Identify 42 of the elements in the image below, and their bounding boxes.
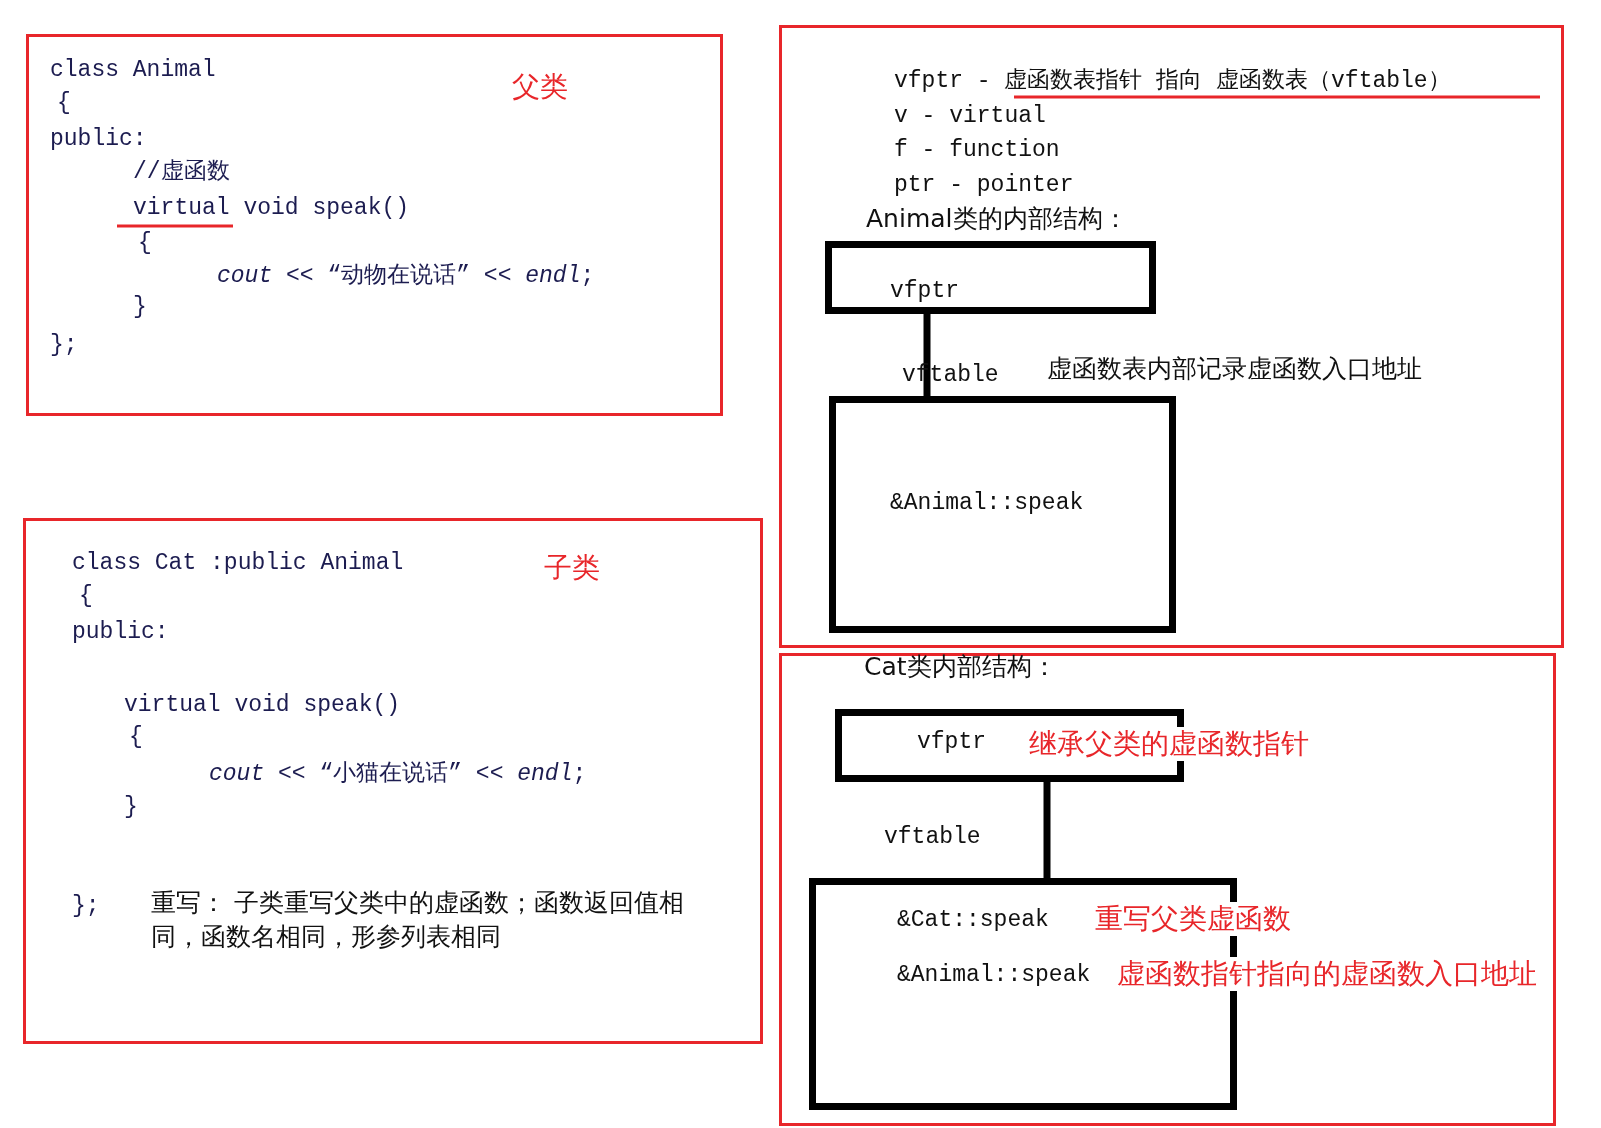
code-line: { [129,724,143,752]
field-text: vfptr [890,278,959,306]
annotation-text: 重写父类虚函数 [1095,902,1291,936]
entry-text: &Animal::speak [890,490,1084,518]
table-label: vftable [884,824,981,852]
definition-text: ptr - pointer [894,172,1074,200]
heading-text: Animal类的内部结构： [866,204,1128,234]
entry-text: &Animal::speak [897,962,1091,990]
definition-text: v - virtual [894,103,1046,131]
annotation-text: 虚函数指针指向的虚函数入口地址 [1117,957,1537,991]
code-line: cout << “动物在说话” << endl; [217,263,595,291]
code-line: cout << “小猫在说话” << endl; [209,761,587,789]
heading-text: Cat类内部结构： [864,652,1057,682]
code-line: public: [72,619,169,647]
code-line: }; [72,893,100,921]
annotation-text: 子类 [544,551,600,585]
code-line: public: [50,126,147,154]
definition-text: vfptr - 虚函数表指针 指向 虚函数表（vftable） [894,68,1451,96]
entry-text: &Cat::speak [897,907,1049,935]
code-line: }; [50,332,78,360]
diagram-panel [779,653,1556,1126]
code-panel [26,34,723,416]
code-line: class Cat :public Animal [72,550,404,578]
diagram-panel [779,25,1564,648]
memory-box [825,241,1156,314]
code-line: } [133,294,147,322]
note-text: 虚函数表内部记录虚函数入口地址 [1047,354,1422,384]
code-line: virtual void speak() [133,195,410,223]
code-line: { [79,583,93,611]
code-line: { [57,90,71,118]
definition-text: f - function [894,137,1060,165]
code-line: { [138,230,152,258]
code-panel [23,518,763,1044]
code-comment: //虚函数 [133,159,230,187]
code-line: virtual void speak() [124,692,401,720]
code-line: } [124,794,138,822]
memory-box [829,396,1176,633]
note-text: 重写： 子类重写父类中的虚函数；函数返回值相同，函数名相同，形参列表相同 [151,887,685,953]
annotation-text: 继承父类的虚函数指针 [1029,727,1309,761]
annotation-text: 父类 [512,70,568,104]
code-line: class Animal [50,57,216,85]
field-text: vfptr [917,729,986,757]
